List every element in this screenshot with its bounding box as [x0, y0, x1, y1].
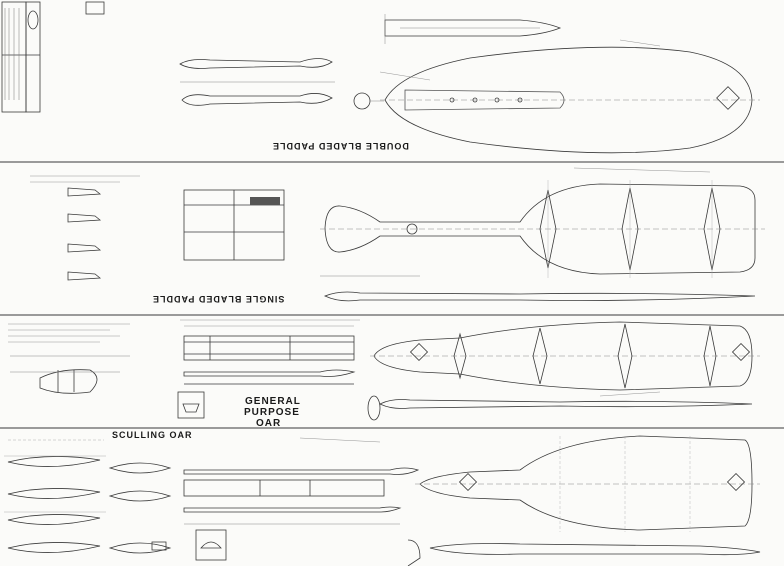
general-purpose-oar-title-line2: PURPOSE [244, 407, 300, 418]
general-purpose-oar-title-line1: GENERAL [245, 396, 301, 407]
shaft-section [353, 92, 371, 110]
sculling-oar-blade-plan [419, 435, 753, 531]
double-paddle-side-view [384, 19, 562, 37]
title-block [1, 1, 105, 113]
general-purpose-oar-title-line3: OAR [256, 418, 282, 429]
general-oar-side-view [379, 399, 753, 409]
single-paddle-section [67, 180, 765, 302]
single-bladed-paddle-title: SINGLE BLADED PADDLE [152, 294, 285, 304]
double-bladed-paddle-title: DOUBLE BLADED PADDLE [272, 141, 409, 151]
double-paddle-full-top [179, 58, 333, 69]
oar-leather-layout [183, 335, 355, 361]
sculling-shaft-layout [183, 479, 385, 497]
double-paddle-section [179, 14, 760, 154]
sculling-oar-section [4, 435, 761, 566]
general-oar-section [10, 321, 760, 421]
oar-section-box [177, 391, 205, 419]
sculling-oar-side-view [429, 543, 761, 556]
double-paddle-full-bottom [181, 93, 333, 106]
sculling-oar-title: SCULLING OAR [112, 430, 193, 440]
dimension-lines [8, 39, 711, 443]
sculling-section-box [195, 529, 227, 561]
single-paddle-side-view [323, 291, 756, 302]
boat-sketch [39, 369, 98, 394]
